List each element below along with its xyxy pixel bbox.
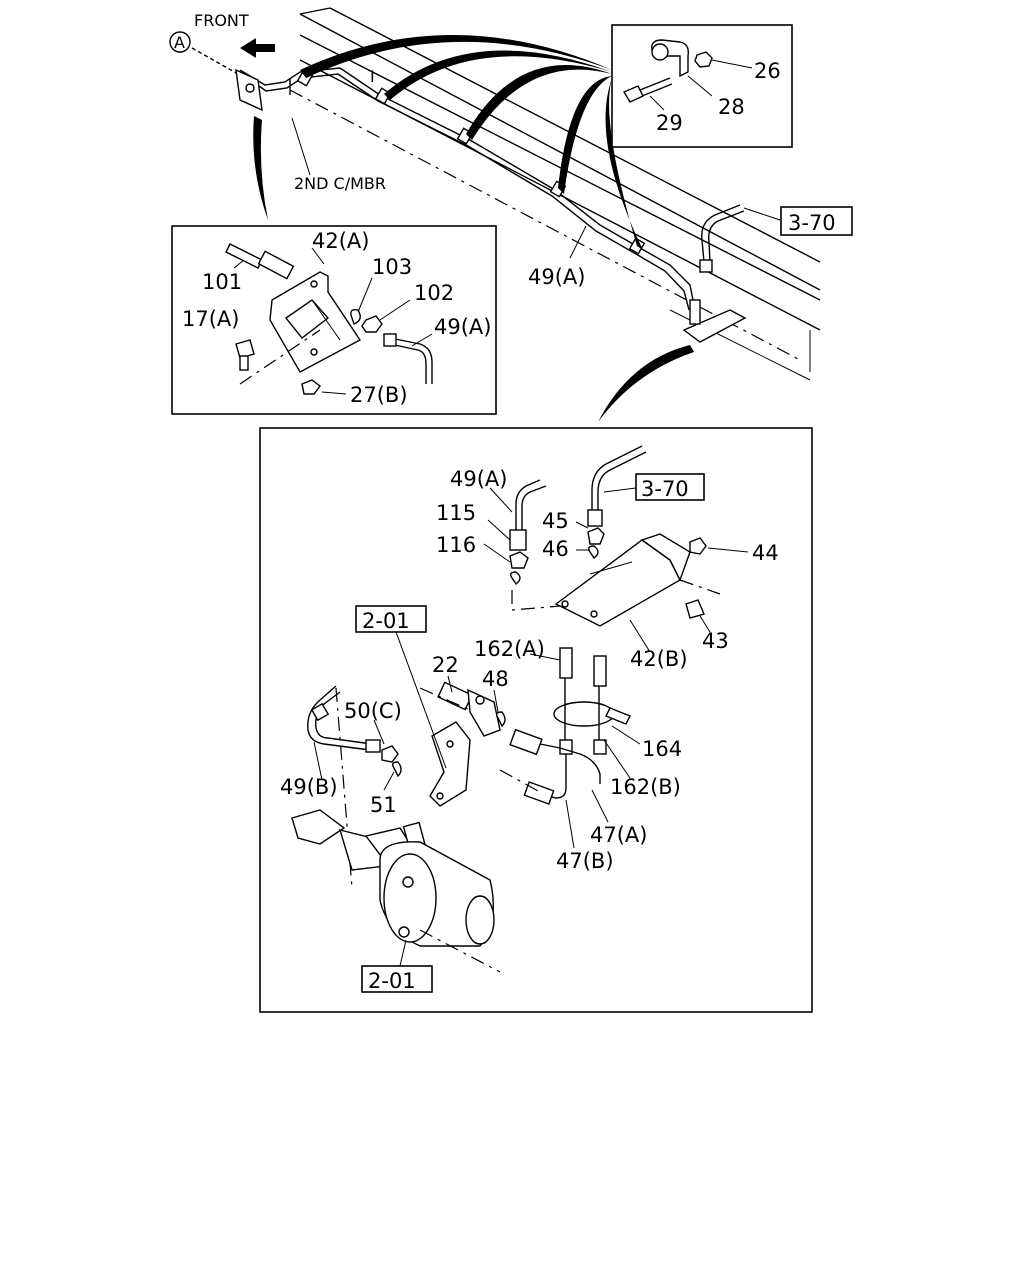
label-51: 51 — [370, 793, 397, 817]
label-28: 28 — [718, 95, 745, 119]
member-leader — [291, 117, 311, 176]
member-label: 2ND C/MBR — [294, 174, 386, 193]
ref-box-3-70-top[interactable] — [780, 206, 853, 236]
bracket-42a — [269, 271, 362, 373]
ref-3-70-main: 3-70 — [641, 477, 689, 501]
nut-44 — [689, 537, 707, 555]
label-27b: 27(B) — [350, 383, 408, 407]
bolt-43 — [685, 599, 705, 619]
ref-box-2-01-top[interactable] — [355, 605, 427, 633]
pipe-3-70-main — [587, 445, 647, 560]
view-marker-label: A — [174, 33, 185, 52]
bracket-42b — [554, 533, 691, 627]
label-49a-main: 49(A) — [450, 467, 507, 491]
label-47a: 47(A) — [590, 823, 647, 847]
hose-101 — [225, 243, 295, 280]
label-48: 48 — [482, 667, 509, 691]
front-anchor: A — [169, 31, 263, 112]
front-arrow-icon — [240, 38, 275, 58]
label-162a: 162(A) — [474, 637, 545, 661]
label-103: 103 — [372, 255, 412, 279]
label-43: 43 — [702, 629, 729, 653]
main-detail-box — [259, 427, 813, 1013]
label-102: 102 — [414, 281, 454, 305]
label-26: 26 — [754, 59, 781, 83]
callout-sweeps — [253, 35, 694, 422]
bracket-2-01 — [429, 721, 471, 807]
label-29: 29 — [656, 111, 683, 135]
pipe-49a-inset — [383, 333, 433, 384]
union-22-48 — [437, 681, 506, 737]
pipe-49b — [307, 685, 402, 778]
label-49a-inset: 49(A) — [434, 315, 491, 339]
view-marker-circle — [169, 31, 191, 53]
label-17a: 17(A) — [182, 307, 239, 331]
label-42a: 42(A) — [312, 229, 369, 253]
label-45: 45 — [542, 509, 569, 533]
hoses-162 — [553, 647, 631, 755]
inset-clip-box — [611, 24, 793, 148]
ref-box-3-70-main[interactable] — [635, 473, 705, 501]
label-22: 22 — [432, 653, 459, 677]
label-50c: 50(C) — [344, 699, 402, 723]
clutch-booster — [291, 809, 495, 947]
label-162b: 162(B) — [610, 775, 681, 799]
pipe-to-3-70 — [682, 204, 747, 343]
label-164: 164 — [642, 737, 682, 761]
label-47b: 47(B) — [556, 849, 614, 873]
main-leaders — [313, 487, 749, 849]
fasteners — [235, 308, 383, 395]
label-101: 101 — [202, 270, 242, 294]
label-115: 115 — [436, 501, 476, 525]
front-label: FRONT — [194, 11, 249, 30]
ref-3-70-top: 3-70 — [788, 211, 836, 235]
brake-pipe-49a-route — [239, 67, 696, 311]
ref-box-2-01-bottom[interactable] — [361, 965, 433, 993]
label-44: 44 — [752, 541, 779, 565]
label-116: 116 — [436, 533, 476, 557]
label-42b: 42(B) — [630, 647, 688, 671]
label-49a-frame: 49(A) — [528, 265, 585, 289]
ref-2-01-bottom: 2-01 — [368, 969, 416, 993]
label-49b: 49(B) — [280, 775, 338, 799]
ref-2-01-top: 2-01 — [362, 609, 410, 633]
roman-one-label: I — [370, 67, 375, 86]
clip-parts — [622, 39, 713, 103]
label-46: 46 — [542, 537, 569, 561]
